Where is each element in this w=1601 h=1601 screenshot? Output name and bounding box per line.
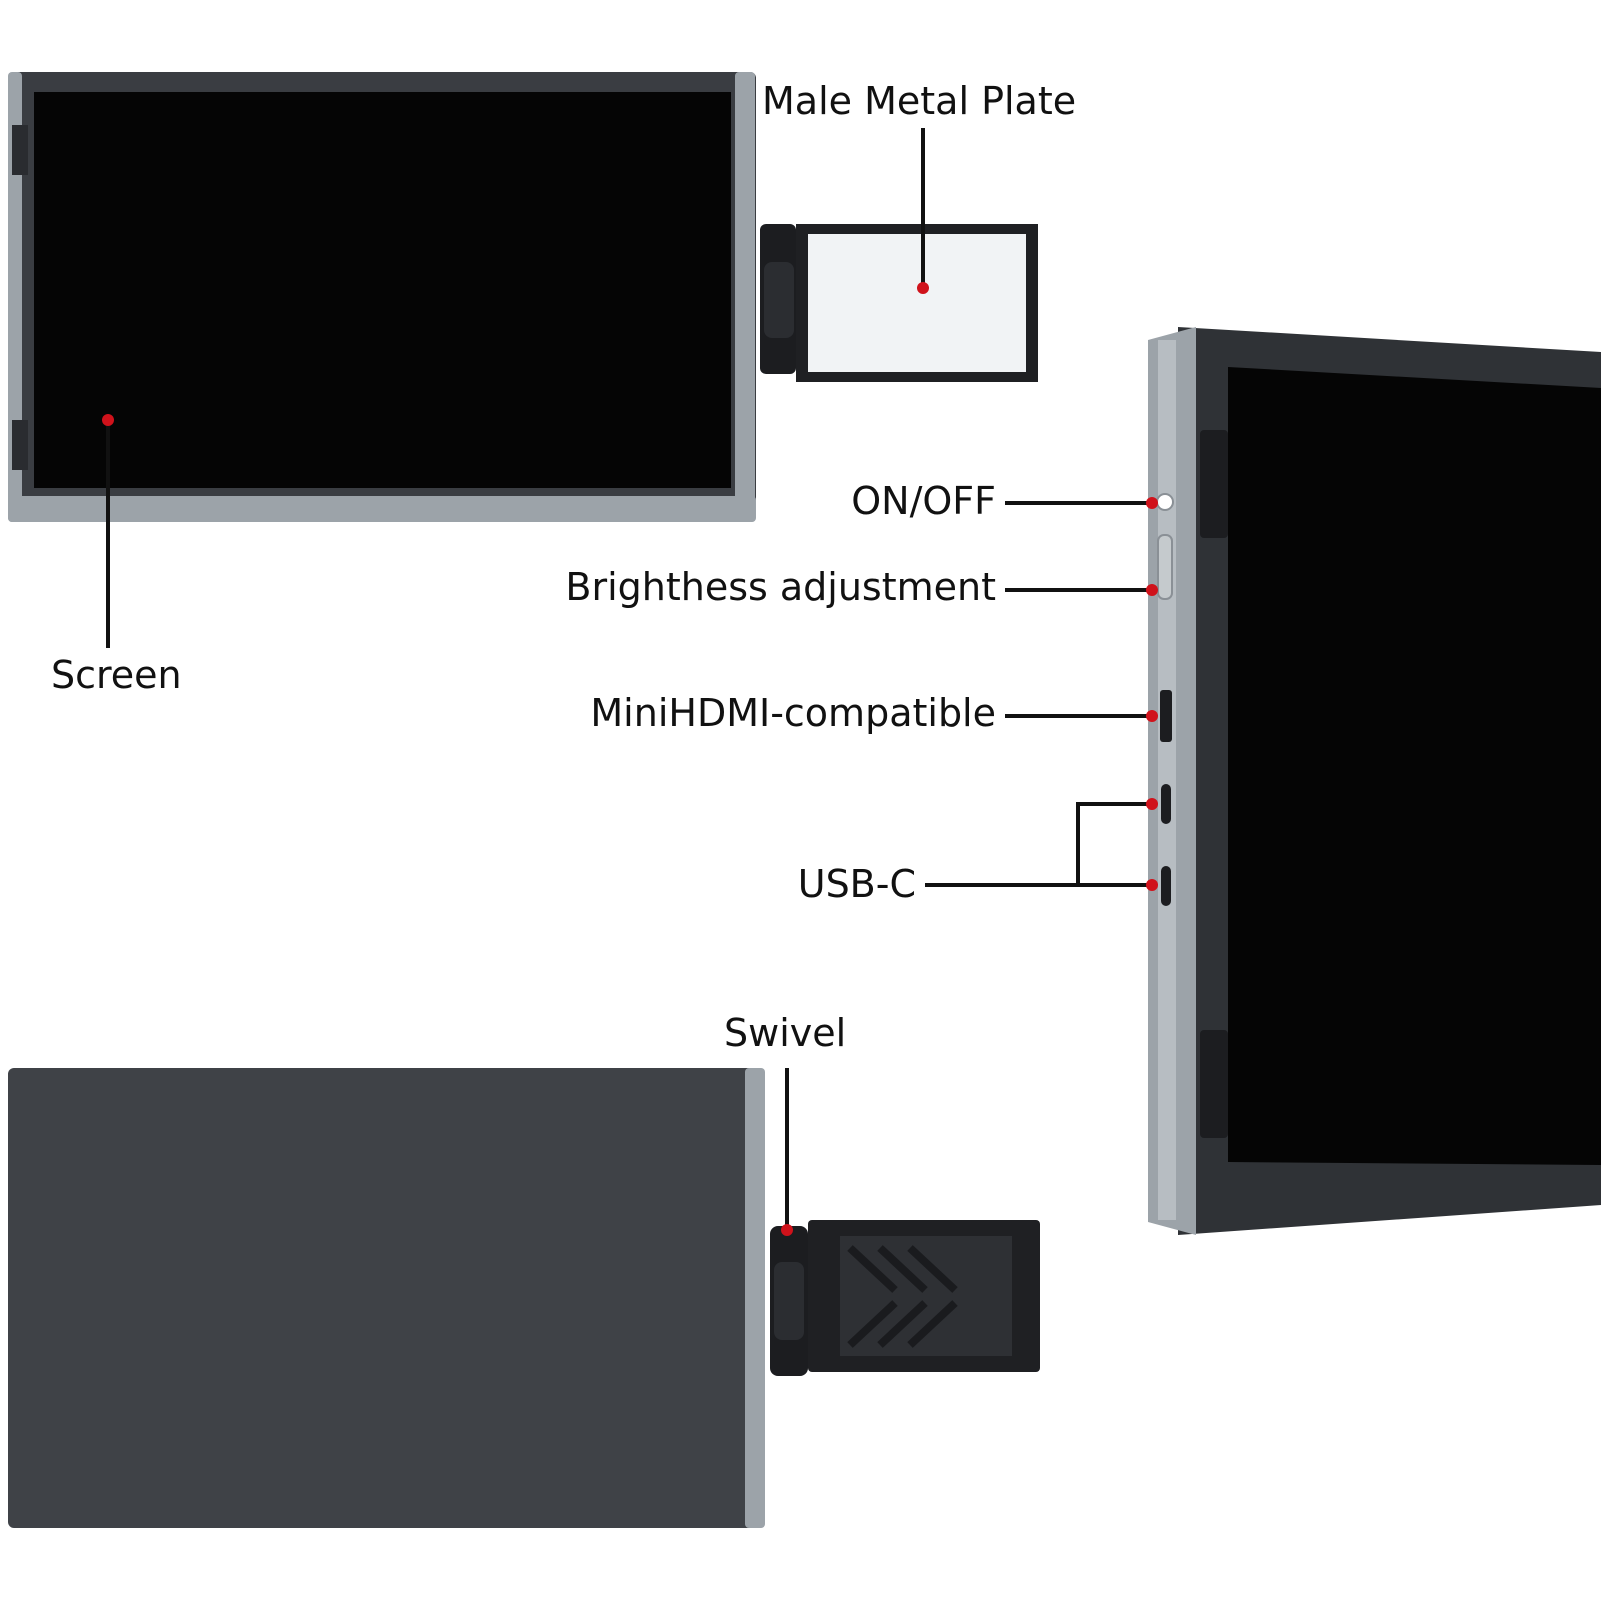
front-clip-bottom (12, 420, 28, 470)
male-metal-plate-assembly (760, 224, 1038, 382)
label-minihdmi: MiniHDMI-compatible (590, 691, 996, 735)
brightness-rocker (1157, 534, 1173, 600)
dot-usbc-bottom (1146, 879, 1158, 891)
dot-on-off (1146, 497, 1158, 509)
label-on-off: ON/OFF (851, 479, 996, 523)
side-monitor (1148, 327, 1601, 1235)
label-usb-c: USB-C (797, 862, 916, 906)
front-screen (34, 92, 731, 488)
swivel-assembly (770, 1220, 1040, 1376)
power-button (1156, 493, 1174, 511)
stand-ribs (847, 1245, 958, 1348)
label-male-metal-plate: Male Metal Plate (762, 79, 1077, 123)
dot-usbc-top (1146, 798, 1158, 810)
dot-brightness (1146, 584, 1158, 596)
leader-usbc-top (1076, 802, 1152, 885)
side-clip-top (1200, 430, 1228, 538)
usbc-port-1 (1161, 784, 1171, 824)
swivel-roller (774, 1262, 804, 1340)
hinge-roller (764, 262, 794, 338)
dot-screen (102, 414, 114, 426)
label-screen: Screen (51, 653, 182, 697)
metal-plate (808, 234, 1026, 372)
front-monitor-bottom-strip (8, 496, 756, 522)
label-swivel: Swivel (724, 1011, 847, 1055)
stand-inner (840, 1236, 1012, 1356)
side-screen (1228, 367, 1601, 1165)
label-brightness: Brighthess adjustment (565, 565, 996, 609)
front-clip-top (12, 125, 28, 175)
front-monitor-left-strip (8, 72, 22, 522)
usbc-port-2 (1161, 866, 1171, 906)
back-monitor-panel (8, 1068, 763, 1528)
front-monitor-side-strip (735, 72, 755, 522)
dot-minihdmi (1146, 710, 1158, 722)
back-monitor (8, 1068, 765, 1528)
minihdmi-port (1160, 690, 1172, 742)
marker-dots (102, 282, 1158, 1236)
front-monitor (8, 72, 756, 522)
dot-male-metal-plate (917, 282, 929, 294)
side-clip-bottom (1200, 1030, 1228, 1138)
leader-lines (106, 128, 1152, 1230)
side-monitor-edge-shade (1158, 340, 1176, 1220)
dot-swivel (781, 1224, 793, 1236)
back-monitor-edge (745, 1068, 765, 1528)
